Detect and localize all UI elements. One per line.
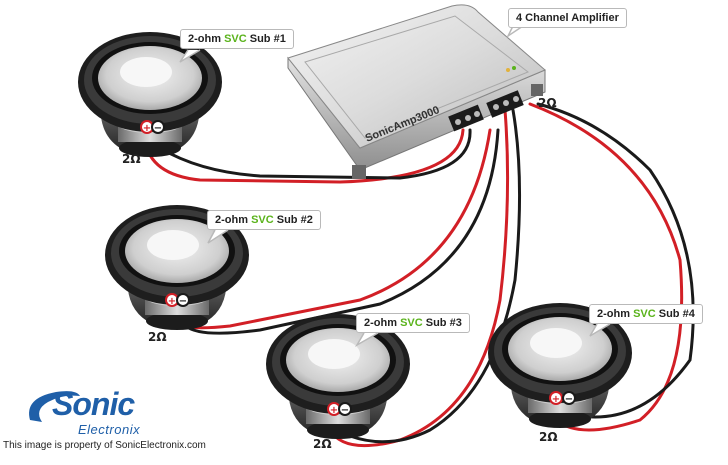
svc-label: SVC	[400, 317, 423, 329]
svg-text:+: +	[168, 296, 176, 307]
svg-text:+: +	[330, 405, 338, 416]
svc-label: SVC	[224, 33, 247, 45]
subwoofer-3: + −	[266, 314, 410, 439]
subwoofer-1: + −	[78, 32, 222, 157]
sub-1-impedance: 2Ω	[122, 152, 141, 166]
amp-load-label: 2Ω	[538, 96, 557, 110]
wire-sub4-negative	[536, 102, 695, 419]
subwoofer-2: + −	[105, 205, 249, 330]
svg-text:−: −	[341, 405, 349, 416]
wire-sub1-negative	[156, 125, 472, 180]
wire-sub4-positive	[528, 102, 684, 432]
copyright-notice: This image is property of SonicElectroni…	[3, 440, 206, 451]
wire-sub3-positive	[328, 108, 510, 448]
sub-4-impedance: 2Ω	[539, 430, 558, 444]
subwoofer-4: + −	[488, 303, 632, 428]
negative-terminal	[176, 293, 190, 307]
brand-logo: Sonic Electronix	[22, 386, 202, 440]
callout-sub-4: 2-ohm SVC Sub #4	[589, 304, 703, 324]
callout-amplifier: 4 Channel Amplifier	[508, 8, 627, 28]
wire-sub2-negative	[180, 128, 500, 335]
amplifier-label: 4 Channel Amplifier	[516, 12, 619, 24]
callout-sub-1: 2-ohm SVC Sub #1	[180, 29, 294, 49]
svg-text:−: −	[154, 123, 162, 134]
protect-led	[512, 66, 516, 70]
sub-2-impedance: 2Ω	[148, 330, 167, 344]
svg-text:−: −	[179, 296, 187, 307]
brand-sub: Electronix	[78, 422, 141, 437]
callout-sub-3: 2-ohm SVC Sub #3	[356, 313, 470, 333]
svg-text:+: +	[552, 394, 560, 405]
power-led	[506, 68, 510, 72]
negative-terminal	[151, 120, 165, 134]
amp-terminals	[448, 90, 524, 132]
swoosh-icon	[29, 391, 80, 422]
svc-label: SVC	[633, 308, 656, 320]
negative-terminal	[562, 391, 576, 405]
negative-terminal	[338, 402, 352, 416]
callout-sub-2: 2-ohm SVC Sub #2	[207, 210, 321, 230]
brand-name: Sonic	[52, 386, 135, 422]
wire-sub1-positive	[143, 125, 465, 184]
sub-3-impedance: 2Ω	[313, 437, 332, 451]
svg-text:+: +	[143, 123, 151, 134]
amplifier: SonicAmp3000	[287, 4, 546, 179]
svc-label: SVC	[251, 214, 274, 226]
svg-text:−: −	[565, 394, 573, 405]
